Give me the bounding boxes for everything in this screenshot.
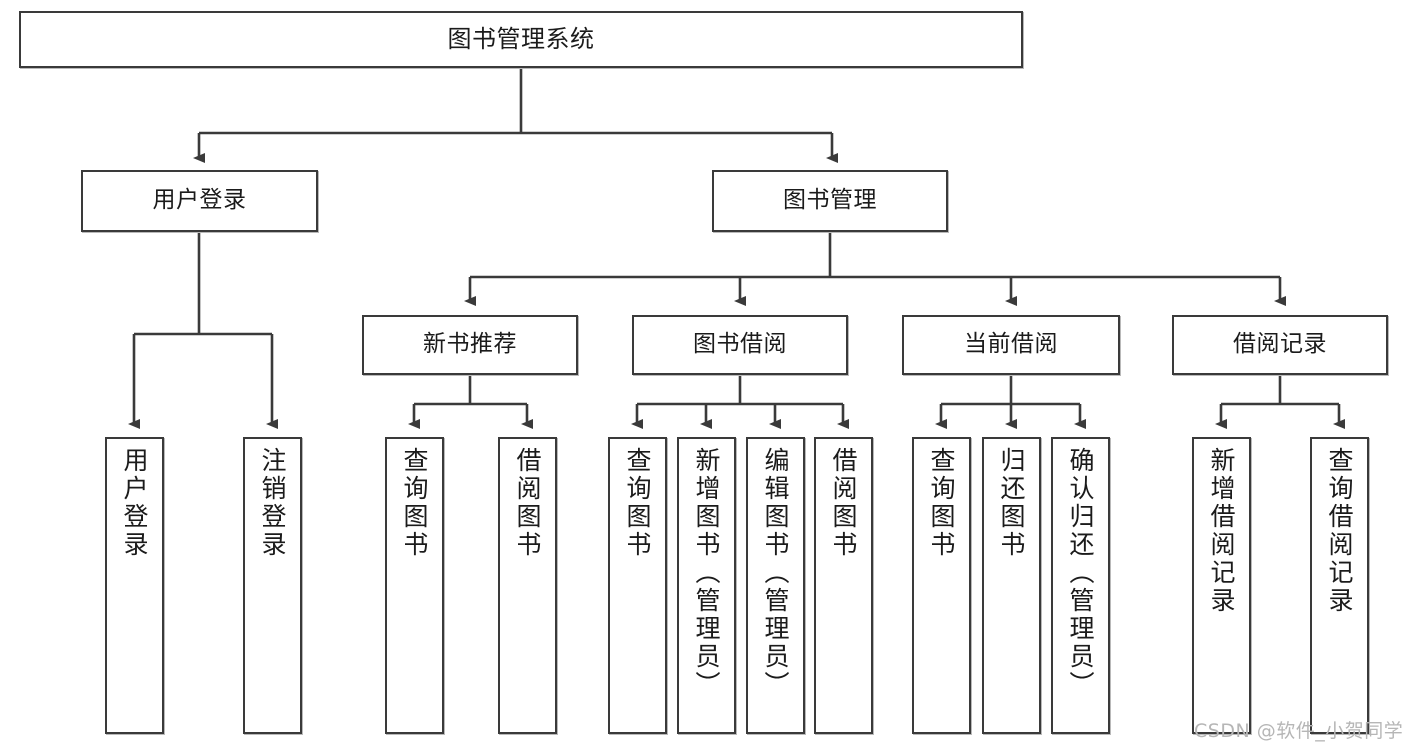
leaf-borrow-record-query[interactable]: 查询借阅记录 [1310, 437, 1369, 734]
node-label: 新增借阅记录 [1207, 447, 1236, 615]
leaf-book-borrow-edit[interactable]: 编辑图书（管理员） [746, 437, 805, 734]
leaf-book-borrow-borrow[interactable]: 借阅图书 [814, 437, 873, 734]
node-label: 用户登录 [152, 187, 247, 214]
leaf-book-borrow-query[interactable]: 查询图书 [608, 437, 667, 734]
leaf-borrow-record-add[interactable]: 新增借阅记录 [1192, 437, 1251, 734]
node-label: 查询借阅记录 [1325, 447, 1354, 615]
node-label: 图书管理 [783, 187, 877, 214]
node-label: 借阅图书 [513, 447, 542, 559]
node-label: 查询图书 [623, 447, 652, 559]
node-label: 确认归还（管理员） [1066, 447, 1095, 699]
node-label: 查询图书 [400, 447, 429, 559]
node-label: 归还图书 [997, 447, 1026, 559]
node-current-borrow[interactable]: 当前借阅 [902, 315, 1120, 375]
node-book-borrow[interactable]: 图书借阅 [632, 315, 848, 375]
node-root-system[interactable]: 图书管理系统 [19, 11, 1023, 68]
leaf-current-borrow-confirm-return[interactable]: 确认归还（管理员） [1051, 437, 1110, 734]
leaf-book-borrow-add[interactable]: 新增图书（管理员） [677, 437, 736, 734]
node-new-book-recommend[interactable]: 新书推荐 [362, 315, 578, 375]
leaf-current-borrow-query[interactable]: 查询图书 [912, 437, 971, 734]
leaf-new-book-borrow[interactable]: 借阅图书 [498, 437, 557, 734]
node-label: 新书推荐 [423, 331, 517, 358]
node-label: 编辑图书（管理员） [761, 447, 790, 699]
node-user-login[interactable]: 用户登录 [81, 170, 318, 232]
node-label: 新增图书（管理员） [692, 447, 721, 699]
leaf-new-book-query[interactable]: 查询图书 [385, 437, 444, 734]
node-label: 图书借阅 [693, 331, 787, 358]
node-label: 查询图书 [927, 447, 956, 559]
leaf-user-login-logout[interactable]: 注销登录 [243, 437, 302, 734]
node-label: 图书管理系统 [447, 25, 595, 54]
leaf-user-login-login[interactable]: 用户登录 [105, 437, 164, 734]
node-label: 用户登录 [120, 447, 149, 559]
node-label: 借阅图书 [829, 447, 858, 559]
node-book-management[interactable]: 图书管理 [712, 170, 948, 232]
node-label: 注销登录 [258, 447, 287, 559]
csdn-watermark: CSDN @软件_小贺同学 [1194, 720, 1404, 742]
leaf-current-borrow-return[interactable]: 归还图书 [982, 437, 1041, 734]
node-borrow-record[interactable]: 借阅记录 [1172, 315, 1388, 375]
node-label: 借阅记录 [1233, 331, 1327, 358]
node-label: 当前借阅 [964, 331, 1058, 358]
